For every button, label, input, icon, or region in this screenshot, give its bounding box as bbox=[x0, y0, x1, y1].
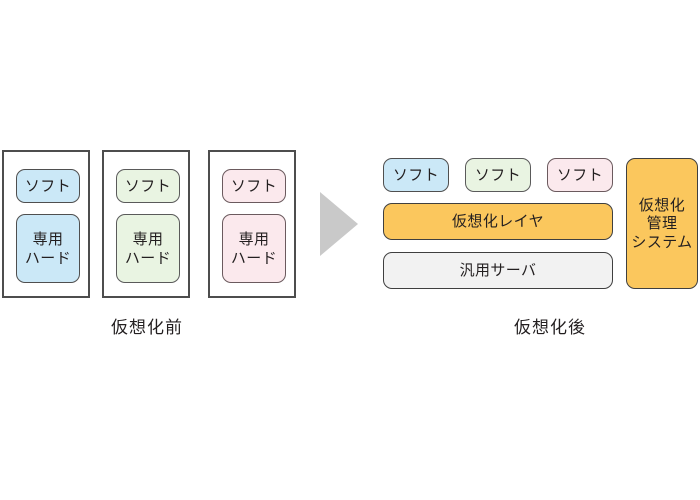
general-server-card: 汎用サーバ bbox=[383, 252, 613, 289]
hardware-card-1: 専用 ハード bbox=[16, 214, 80, 283]
hardware-card-3: 専用 ハード bbox=[222, 214, 286, 283]
transition-arrow-icon bbox=[320, 192, 358, 256]
after-virtualization-group: ソフト ソフト ソフト 仮想化レイヤ 汎用サーバ 仮想化 管理 システム bbox=[380, 155, 700, 295]
vm-software-card-1: ソフト bbox=[383, 158, 449, 192]
virtualization-layer-card: 仮想化レイヤ bbox=[383, 203, 613, 240]
software-card-1: ソフト bbox=[16, 169, 80, 203]
vm-software-card-2: ソフト bbox=[465, 158, 531, 192]
transition-arrow-wrapper bbox=[320, 192, 358, 256]
before-caption: 仮想化前 bbox=[111, 318, 183, 338]
physical-server-3: ソフト 専用 ハード bbox=[208, 150, 296, 298]
software-card-2: ソフト bbox=[116, 169, 180, 203]
physical-server-2: ソフト 専用 ハード bbox=[102, 150, 190, 298]
physical-server-1: ソフト 専用 ハード bbox=[2, 150, 90, 298]
after-caption: 仮想化後 bbox=[514, 318, 586, 338]
before-virtualization-group: ソフト 専用 ハード ソフト 専用 ハード ソフト 専用 ハード bbox=[0, 148, 300, 300]
management-system-card: 仮想化 管理 システム bbox=[626, 158, 698, 289]
hardware-card-2: 専用 ハード bbox=[116, 214, 180, 283]
vm-software-card-3: ソフト bbox=[547, 158, 613, 192]
software-card-3: ソフト bbox=[222, 169, 286, 203]
